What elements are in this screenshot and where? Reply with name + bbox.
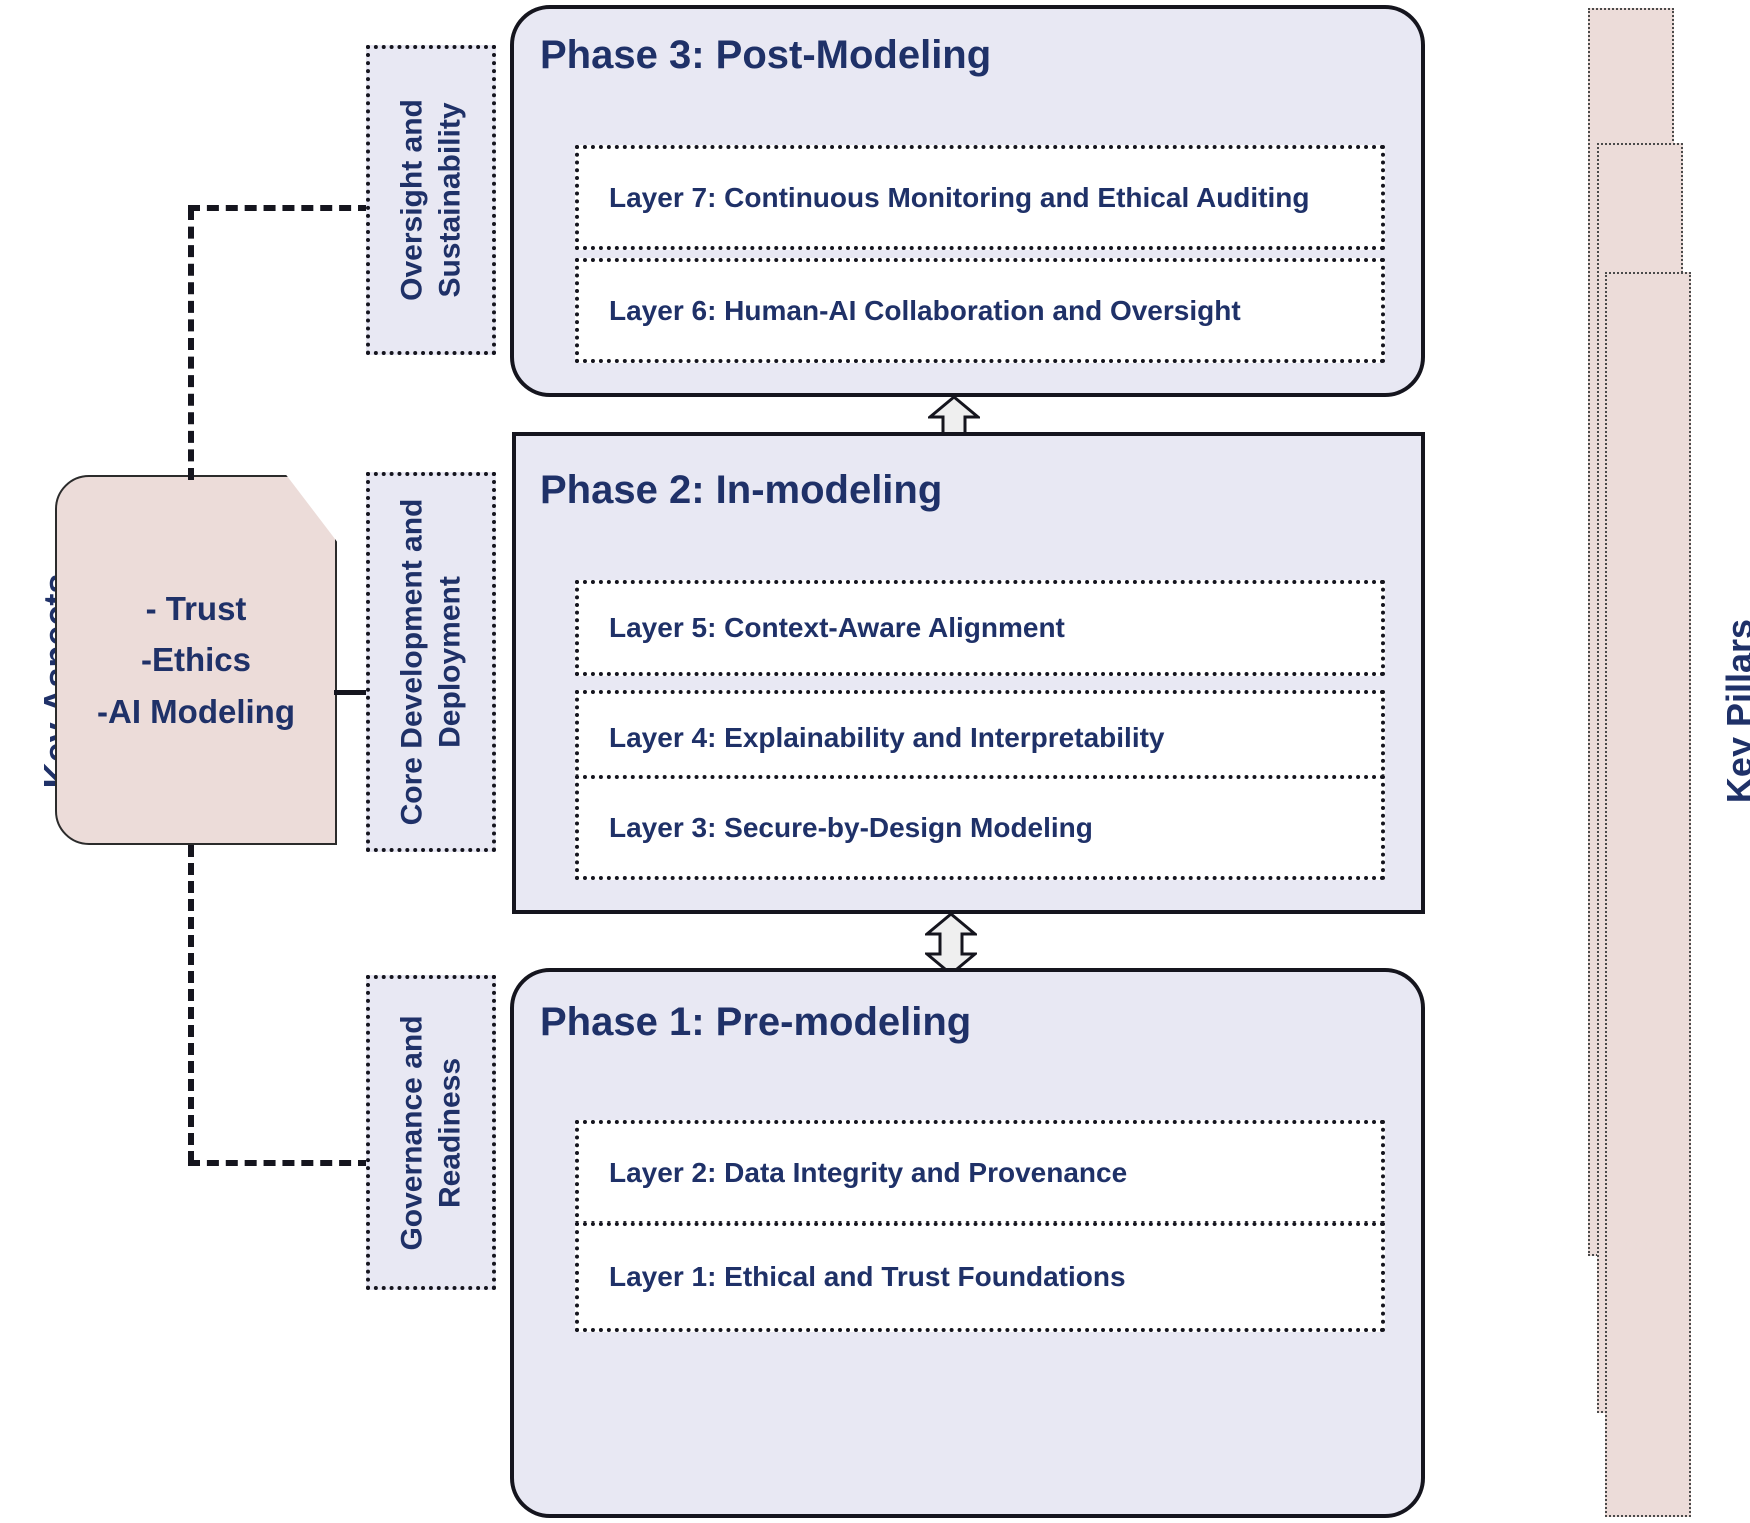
category-label-core-development: Core Development and Deployment <box>395 498 467 826</box>
arrow-phase2-phase1 <box>922 912 980 976</box>
layer-3-label: Layer 3: Secure-by-Design Modeling <box>609 811 1093 843</box>
connector-bottom-horizontal <box>188 1160 370 1166</box>
category-box-core-development[interactable]: Core Development and Deployment <box>366 472 496 852</box>
layer-7-label: Layer 7: Continuous Monitoring and Ethic… <box>609 181 1310 213</box>
phase-3-title: Phase 3: Post-Modeling <box>540 33 992 77</box>
pillar-bar-front <box>1605 272 1691 1517</box>
phase-1-title: Phase 1: Pre-modeling <box>540 1000 972 1044</box>
category-label-governance: Governance and Readiness <box>395 1014 467 1251</box>
layer-box-7[interactable]: Layer 7: Continuous Monitoring and Ethic… <box>575 145 1385 250</box>
key-aspects-box: - Trust -Ethics -AI Modeling <box>55 475 337 845</box>
category-label-oversight: Oversight and Sustainability <box>395 99 467 301</box>
layer-5-label: Layer 5: Context-Aware Alignment <box>609 612 1065 643</box>
connector-top-horizontal <box>188 205 370 211</box>
key-pillars-vertical-label: Key Pillars <box>1719 618 1750 804</box>
layer-1-label: Layer 1: Ethical and Trust Foundations <box>609 1261 1126 1292</box>
layer-box-6[interactable]: Layer 6: Human-AI Collaboration and Over… <box>575 258 1385 363</box>
connector-middle-horizontal <box>334 690 376 695</box>
key-aspect-item-trust: - Trust <box>145 590 247 628</box>
layer-4-label: Layer 4: Explainability and Interpretabi… <box>609 722 1165 753</box>
key-aspect-item-ethics: -Ethics <box>140 641 252 679</box>
layer-6-label: Layer 6: Human-AI Collaboration and Over… <box>609 294 1241 326</box>
layer-2-label: Layer 2: Data Integrity and Provenance <box>609 1156 1128 1188</box>
layer-box-1[interactable]: Layer 1: Ethical and Trust Foundations <box>575 1222 1385 1332</box>
key-aspect-item-ai-modeling: -AI Modeling <box>97 692 295 730</box>
layer-box-2[interactable]: Layer 2: Data Integrity and Provenance <box>575 1120 1385 1225</box>
connector-trunk-down <box>188 845 194 1163</box>
connector-trunk-up <box>188 208 194 480</box>
layer-box-4[interactable]: Layer 4: Explainability and Interpretabi… <box>575 690 1385 786</box>
layer-box-3[interactable]: Layer 3: Secure-by-Design Modeling <box>575 775 1385 880</box>
category-box-oversight[interactable]: Oversight and Sustainability <box>366 45 496 355</box>
layer-box-5[interactable]: Layer 5: Context-Aware Alignment <box>575 580 1385 676</box>
phase-2-title: Phase 2: In-modeling <box>540 468 943 512</box>
category-box-governance[interactable]: Governance and Readiness <box>366 975 496 1290</box>
